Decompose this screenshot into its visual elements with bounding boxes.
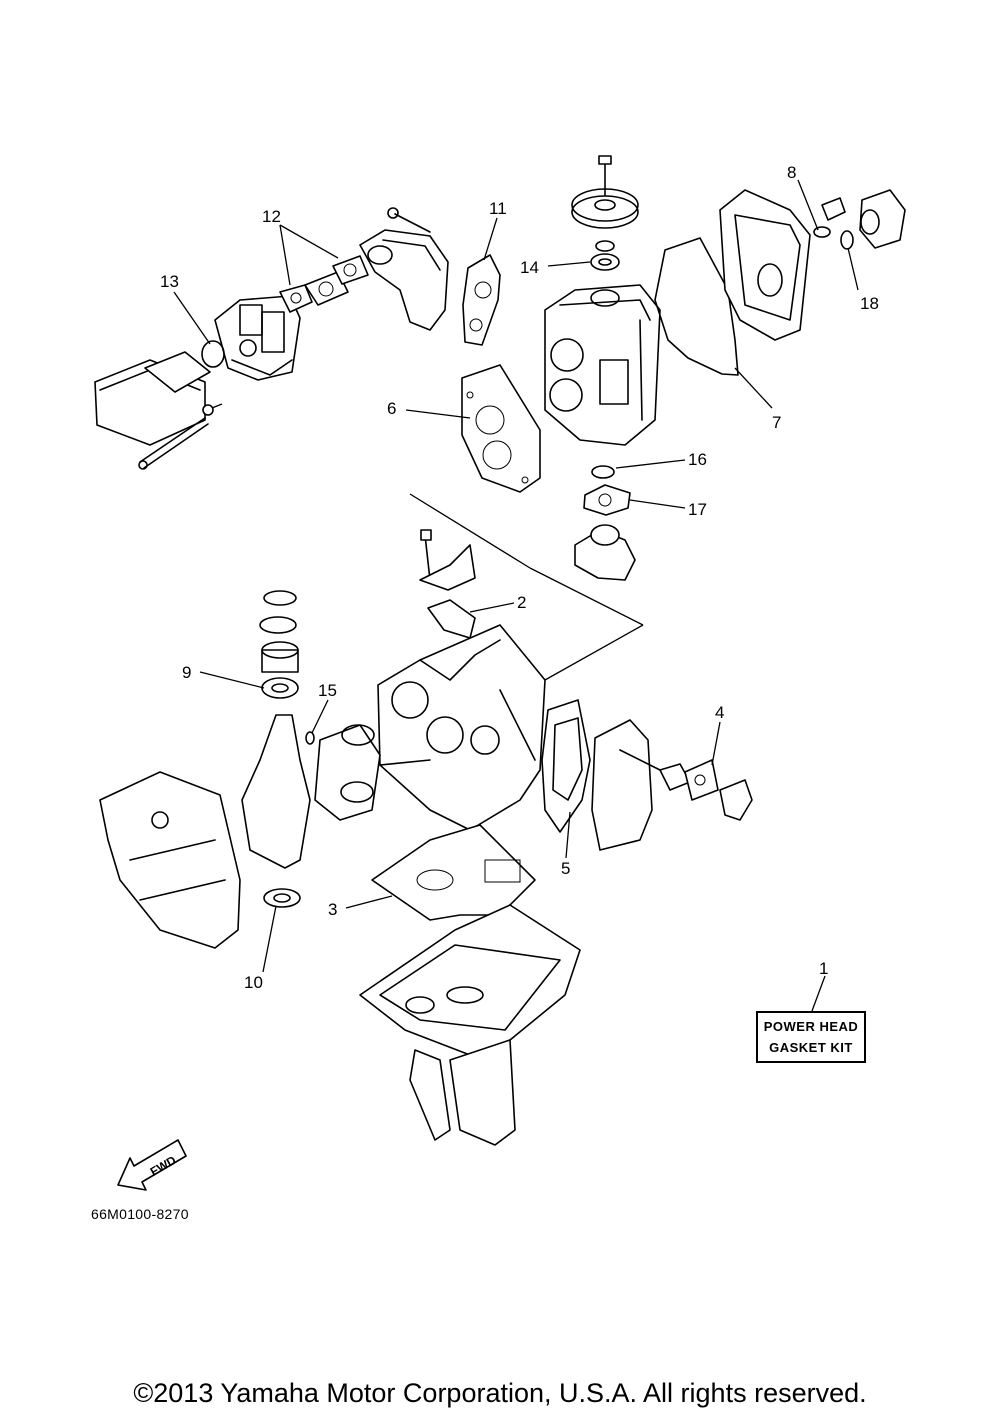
crankshaft-seals [259, 590, 299, 673]
callout-9: 9 [182, 663, 191, 682]
diagram-code: 66M0100-8270 [91, 1206, 189, 1222]
anode-8 [813, 197, 846, 238]
callout-8: 8 [787, 163, 796, 182]
gasket-kit-label-line1: POWER HEAD [763, 1019, 859, 1034]
head-gasket-6 [461, 364, 541, 493]
callout-18: 18 [860, 294, 879, 313]
manifold-gasket-11 [462, 254, 501, 346]
intake-silencer [94, 351, 223, 470]
gasket-kit-label-line2: GASKET KIT [769, 1040, 853, 1055]
copyright-notice: ©2013 Yamaha Motor Corporation, U.S.A. A… [133, 1378, 867, 1408]
callout-10: 10 [244, 973, 263, 992]
upper-casing [359, 904, 581, 1146]
o-ring-13 [201, 340, 225, 368]
exhaust-gasket-5 [541, 699, 591, 833]
cylinder-block [377, 624, 546, 831]
fuel-pump [574, 524, 636, 581]
callout-7: 7 [772, 413, 781, 432]
oil-seal-14 [590, 253, 620, 271]
cover-cap [859, 189, 906, 249]
pin-15 [305, 731, 315, 745]
crankcase [99, 771, 241, 949]
callout-4: 4 [715, 703, 724, 722]
gasket-2 [427, 599, 476, 639]
callout-11: 11 [489, 199, 507, 218]
callout-2: 2 [517, 593, 526, 612]
callout-6: 6 [387, 399, 396, 418]
o-ring-18 [840, 230, 854, 250]
head-cover-gasket-7 [654, 237, 739, 376]
carburetor [214, 295, 301, 381]
callout-3: 3 [328, 900, 337, 919]
gasket-kit-label: POWER HEAD GASKET KIT [756, 1011, 866, 1063]
cylinder-head-cover [719, 189, 811, 341]
callout-1: 1 [819, 959, 828, 978]
callout-12: 12 [262, 207, 281, 226]
callout-16: 16 [688, 450, 707, 469]
callout-17: 17 [688, 500, 707, 519]
crankshaft [241, 714, 381, 869]
fuel-pump-gasket-17 [583, 484, 631, 516]
o-ring-16 [591, 465, 615, 479]
callout-5: 5 [561, 859, 570, 878]
carburetor-gaskets [279, 255, 369, 313]
thermostat-4 [659, 759, 753, 821]
oil-seal-10 [263, 888, 301, 908]
leader-lines [173, 179, 859, 1012]
cylinder-head [544, 284, 661, 446]
callout-labels: 1 2 3 4 5 6 7 8 9 10 11 12 13 14 15 16 1… [160, 163, 879, 992]
callout-13: 13 [160, 272, 179, 291]
base-gasket-3 [371, 824, 536, 921]
callout-15: 15 [318, 681, 337, 700]
washer [595, 240, 615, 252]
timing-pulley [571, 155, 639, 229]
thermostat-bracket [419, 529, 476, 591]
intake-manifold [359, 207, 449, 331]
exhaust-cover [591, 719, 661, 851]
fwd-arrow-icon: FWD [117, 1139, 187, 1191]
oil-seal-9 [261, 677, 299, 699]
callout-14: 14 [520, 258, 539, 277]
